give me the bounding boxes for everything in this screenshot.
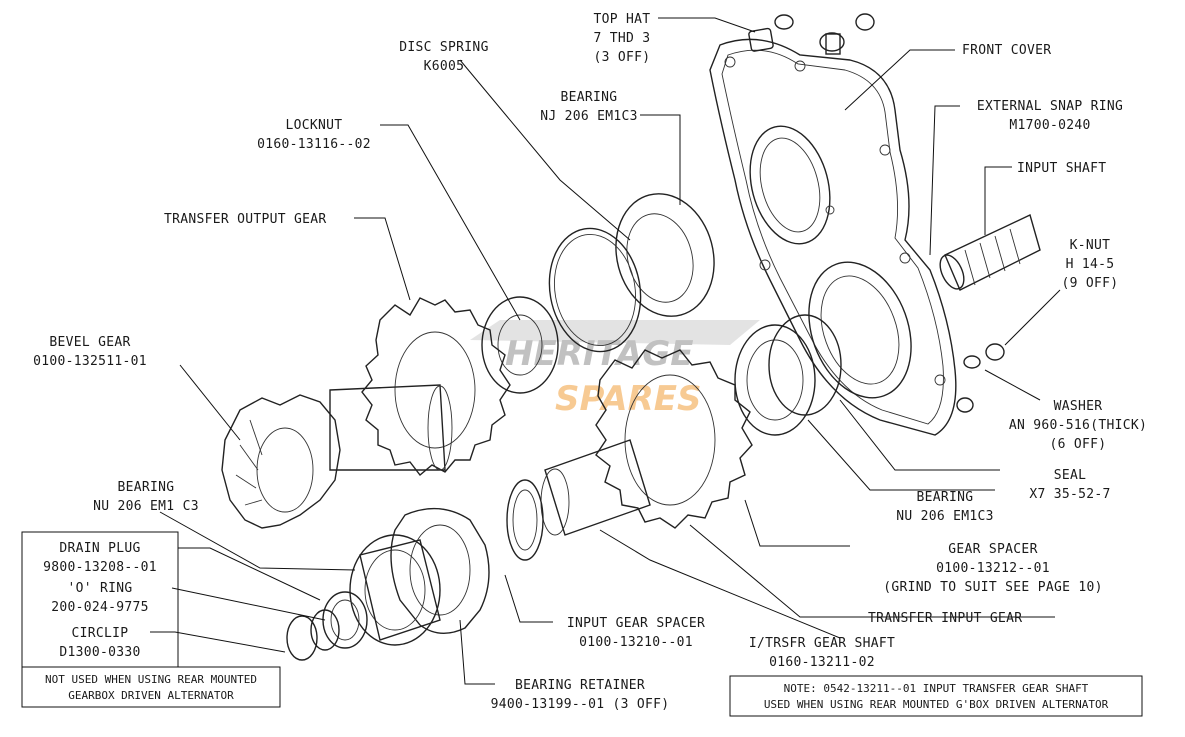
bevel-gear-part	[221, 384, 453, 529]
bearing-nu-left-part	[349, 534, 441, 646]
svg-text:(3 OFF): (3 OFF)	[594, 50, 651, 65]
svg-text:INPUT GEAR SPACER: INPUT GEAR SPACER	[567, 616, 705, 631]
input-gear-spacer-part	[506, 439, 651, 561]
label-input-shaft: INPUT SHAFT	[1017, 161, 1106, 176]
drain-plug-parts	[286, 591, 368, 661]
label-drain-plug: DRAIN PLUG	[59, 541, 140, 556]
drain-plug-group-box: DRAIN PLUG 9800-13208--01 'O' RING 200-0…	[21, 531, 281, 708]
svg-text:(6 OFF): (6 OFF)	[1050, 437, 1107, 452]
label-washer: WASHER AN 960-516(THICK) (6 OFF)	[1009, 399, 1147, 452]
label-bearing-retainer: BEARING RETAINER 9400-13199--01 (3 OFF)	[491, 678, 670, 712]
svg-text:H 14-5: H 14-5	[1066, 257, 1115, 272]
label-bearing-nj: BEARING NJ 206 EM1C3	[540, 90, 638, 124]
svg-text:0160-13116--02: 0160-13116--02	[257, 137, 371, 152]
transfer-output-gear-part	[361, 297, 511, 477]
svg-text:LOCKNUT: LOCKNUT	[286, 118, 343, 133]
svg-text:DISC SPRING: DISC SPRING	[399, 40, 488, 55]
bearing-nj-part	[615, 193, 715, 317]
note-right-line2: USED WHEN USING REAR MOUNTED G'BOX DRIVE…	[764, 698, 1109, 711]
label-k-nut: K-NUT H 14-5 (9 OFF)	[1062, 238, 1119, 291]
svg-text:TRANSFER INPUT GEAR: TRANSFER INPUT GEAR	[868, 611, 1022, 626]
label-bevel-gear: BEVEL GEAR 0100-132511-01	[33, 335, 147, 369]
transfer-input-gear-part	[595, 349, 753, 529]
label-transfer-input-gear: TRANSFER INPUT GEAR	[868, 611, 1022, 626]
k-nut-washer-parts	[956, 343, 1005, 413]
svg-text:0100-132511-01: 0100-132511-01	[33, 354, 147, 369]
front-cover-part	[709, 38, 957, 436]
svg-text:TOP HAT: TOP HAT	[594, 12, 651, 27]
top-hat-parts	[748, 13, 875, 55]
svg-text:BEARING RETAINER: BEARING RETAINER	[515, 678, 645, 693]
label-circlip-code: D1300-0330	[59, 645, 140, 660]
svg-text:(GRIND TO SUIT SEE PAGE 10): (GRIND TO SUIT SEE PAGE 10)	[883, 580, 1102, 595]
svg-text:NU 206 EM1 C3: NU 206 EM1 C3	[93, 499, 199, 514]
label-o-ring-code: 200-024-9775	[51, 600, 149, 615]
svg-text:GEAR SPACER: GEAR SPACER	[948, 542, 1037, 557]
svg-text:TRANSFER OUTPUT GEAR: TRANSFER OUTPUT GEAR	[164, 212, 327, 227]
svg-text:9400-13199--01 (3 OFF): 9400-13199--01 (3 OFF)	[491, 697, 670, 712]
label-top-hat: TOP HAT 7 THD 3 (3 OFF)	[594, 12, 651, 65]
svg-text:WASHER: WASHER	[1054, 399, 1103, 414]
bearing-retainer-part	[390, 507, 490, 634]
label-drain-plug-code: 9800-13208--01	[43, 560, 157, 575]
svg-text:K6005: K6005	[424, 59, 465, 74]
label-gear-spacer: GEAR SPACER 0100-13212--01 (GRIND TO SUI…	[883, 542, 1102, 595]
svg-text:K-NUT: K-NUT	[1070, 238, 1111, 253]
svg-text:BEARING: BEARING	[118, 480, 175, 495]
svg-text:7 THD 3: 7 THD 3	[594, 31, 651, 46]
svg-text:INPUT SHAFT: INPUT SHAFT	[1017, 161, 1106, 176]
label-bearing-nu-right: BEARING NU 206 EM1C3	[896, 490, 994, 524]
svg-text:0100-13212--01: 0100-13212--01	[936, 561, 1050, 576]
watermark-line1: HERITAGE	[505, 334, 694, 374]
label-o-ring: 'O' RING	[67, 581, 132, 596]
label-seal: SEAL X7 35-52-7	[1029, 468, 1110, 502]
label-input-gear-spacer: INPUT GEAR SPACER 0100-13210--01	[567, 616, 705, 650]
svg-text:FRONT COVER: FRONT COVER	[962, 43, 1051, 58]
note-right-box: NOTE: 0542-13211--01 INPUT TRANSFER GEAR…	[729, 675, 1143, 717]
svg-text:NU 206 EM1C3: NU 206 EM1C3	[896, 509, 994, 524]
svg-text:I/TRSFR GEAR SHAFT: I/TRSFR GEAR SHAFT	[749, 636, 895, 651]
label-circlip: CIRCLIP	[72, 626, 129, 641]
locknut-part	[481, 296, 559, 394]
svg-text:EXTERNAL SNAP RING: EXTERNAL SNAP RING	[977, 99, 1123, 114]
note-left-line2: GEARBOX DRIVEN ALTERNATOR	[68, 689, 234, 702]
svg-text:BEARING: BEARING	[561, 90, 618, 105]
watermark-line2: SPARES	[555, 379, 702, 419]
label-front-cover: FRONT COVER	[962, 43, 1051, 58]
svg-text:0100-13210--01: 0100-13210--01	[579, 635, 693, 650]
label-locknut: LOCKNUT 0160-13116--02	[257, 118, 371, 152]
svg-text:X7 35-52-7: X7 35-52-7	[1029, 487, 1110, 502]
svg-text:0160-13211-02: 0160-13211-02	[769, 655, 875, 670]
svg-text:M1700-0240: M1700-0240	[1009, 118, 1090, 133]
svg-text:(9 OFF): (9 OFF)	[1062, 276, 1119, 291]
label-disc-spring: DISC SPRING K6005	[399, 40, 488, 74]
leader-lines	[150, 17, 1061, 685]
label-bearing-nu-left: BEARING NU 206 EM1 C3	[93, 480, 199, 514]
note-right-line1: NOTE: 0542-13211--01 INPUT TRANSFER GEAR…	[784, 682, 1089, 695]
bearing-nu-right-part	[734, 314, 842, 436]
watermark: HERITAGE SPARES	[470, 320, 760, 419]
svg-text:SEAL: SEAL	[1054, 468, 1087, 483]
label-trsfr-gear-shaft: I/TRSFR GEAR SHAFT 0160-13211-02	[749, 636, 895, 670]
input-shaft-part	[939, 214, 1041, 291]
label-transfer-output-gear: TRANSFER OUTPUT GEAR	[164, 212, 327, 227]
svg-text:BEVEL GEAR: BEVEL GEAR	[49, 335, 130, 350]
note-left-line1: NOT USED WHEN USING REAR MOUNTED	[45, 673, 257, 686]
svg-text:AN 960-516(THICK): AN 960-516(THICK)	[1009, 418, 1147, 433]
label-snap-ring: EXTERNAL SNAP RING M1700-0240	[977, 99, 1123, 133]
disc-spring-part	[548, 227, 642, 353]
svg-text:BEARING: BEARING	[917, 490, 974, 505]
svg-text:NJ 206 EM1C3: NJ 206 EM1C3	[540, 109, 638, 124]
